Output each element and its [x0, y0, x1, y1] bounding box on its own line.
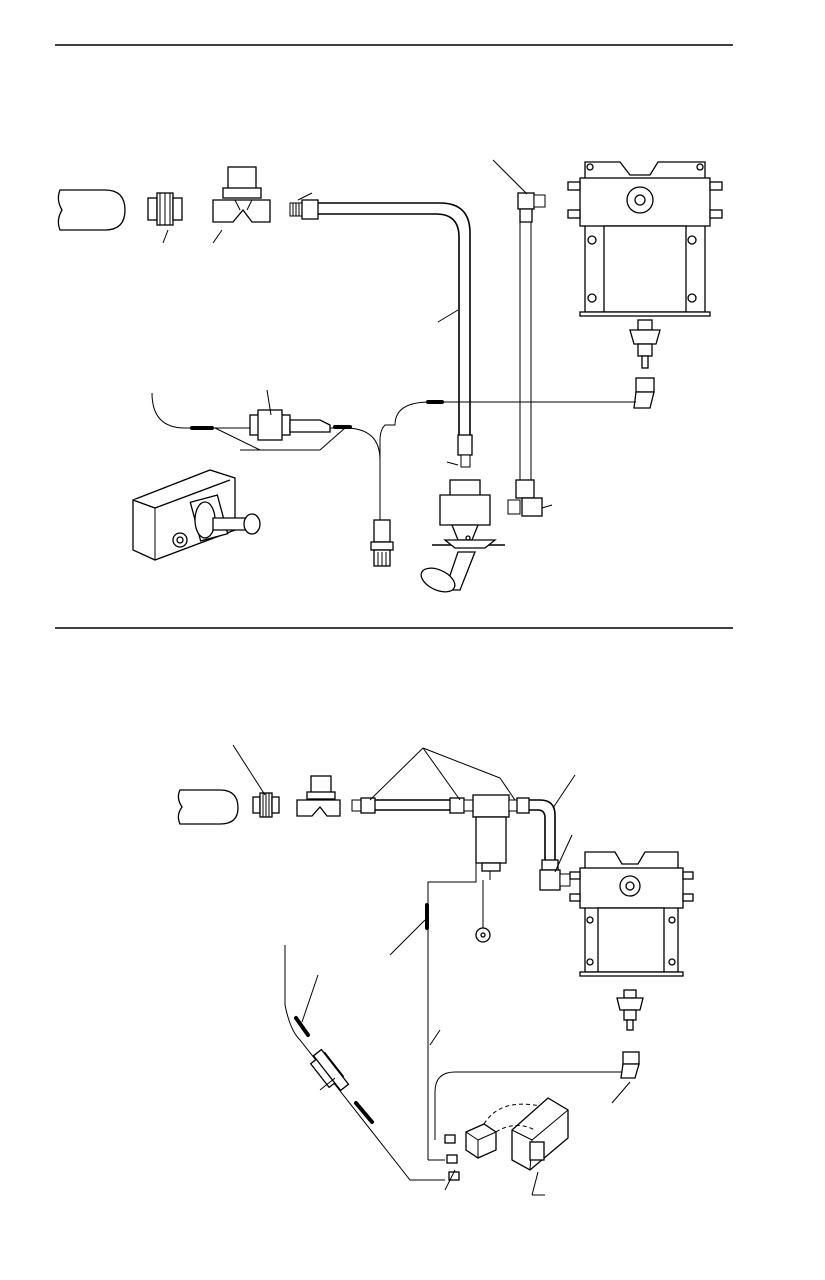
ignition-coil-upper: [567, 161, 723, 317]
elbow-hose-lower: [508, 774, 576, 891]
fuse-wire-upper: [151, 389, 381, 520]
lower-figure: [55, 627, 733, 1196]
spark-plug-upper: [629, 319, 661, 369]
spark-plug-lower: [616, 989, 644, 1031]
pump-wire-lower: [389, 903, 445, 1161]
wire-connector-upper: [370, 519, 394, 567]
ignition-coil-lower: [569, 851, 694, 977]
shutoff-valve-lower: [296, 775, 341, 817]
fuel-hose-vertical: [492, 159, 553, 517]
adapter-fitting-lower: [232, 744, 280, 818]
relay-switch-lower: [444, 1097, 569, 1196]
hose-fitting-left: [289, 192, 319, 220]
adapter-fitting: [147, 192, 183, 244]
shutoff-valve: [212, 166, 271, 244]
fuel-tank-end-lower: [177, 789, 239, 825]
fuel-hose-lower: [351, 747, 516, 814]
fuse-wire-lower: [284, 945, 445, 1181]
fuel-hose-long: [318, 202, 473, 468]
switch-bracket: [132, 469, 261, 561]
fuel-pump-lower: [427, 794, 510, 943]
fuel-tank-end: [57, 189, 126, 231]
spark-plug-boot-lower: [434, 1051, 640, 1140]
carburetor-upper: [420, 479, 505, 593]
spark-plug-boot-upper: [379, 377, 655, 520]
upper-figure: [55, 44, 733, 593]
